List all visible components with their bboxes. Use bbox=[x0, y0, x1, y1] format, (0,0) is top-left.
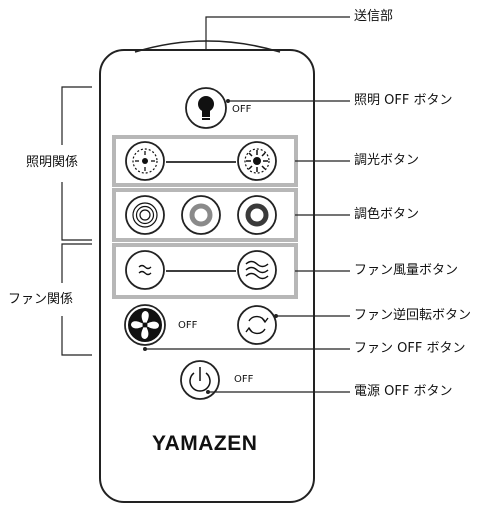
fan-speed-low-button[interactable] bbox=[125, 250, 165, 290]
leader-dots bbox=[143, 99, 278, 394]
group-brackets bbox=[61, 86, 92, 356]
lighting-group-label: 照明関係 bbox=[24, 155, 81, 171]
fan-off-button[interactable] bbox=[124, 304, 166, 346]
color-label: 調色ボタン bbox=[354, 207, 420, 222]
sun-bright-icon bbox=[244, 148, 270, 174]
fan-blades-icon bbox=[128, 308, 162, 342]
fan-off-tag: OFF bbox=[178, 320, 198, 331]
power-icon bbox=[189, 367, 211, 392]
power-off-tag: OFF bbox=[234, 374, 254, 385]
dimmer-down-button[interactable] bbox=[125, 141, 165, 181]
rotate-icon bbox=[245, 315, 269, 335]
concentric-rings-icon bbox=[132, 202, 158, 228]
transmitter-label: 送信部 bbox=[354, 9, 394, 24]
sun-dim-icon bbox=[132, 148, 158, 174]
fan-reverse-label: ファン逆回転ボタン bbox=[354, 308, 472, 323]
bulb-icon bbox=[198, 96, 214, 120]
light-off-button[interactable] bbox=[185, 87, 227, 129]
power-off-label: 電源 OFF ボタン bbox=[354, 384, 453, 399]
color-neutral-button[interactable] bbox=[181, 195, 221, 235]
fan-group-label: ファン関係 bbox=[6, 292, 76, 308]
fan-speed-label: ファン風量ボタン bbox=[354, 263, 459, 278]
dimmer-up-button[interactable] bbox=[237, 141, 277, 181]
fan-speed-high-button[interactable] bbox=[237, 250, 277, 290]
color-daylight-button[interactable] bbox=[237, 195, 277, 235]
dark-ring-icon bbox=[245, 203, 269, 227]
fan-reverse-button[interactable] bbox=[237, 305, 277, 345]
dimmer-label: 調光ボタン bbox=[354, 153, 420, 168]
wind-high-icon bbox=[245, 260, 269, 280]
color-warm-button[interactable] bbox=[125, 195, 165, 235]
light-off-label: 照明 OFF ボタン bbox=[354, 93, 453, 108]
wind-low-icon bbox=[138, 264, 152, 276]
fan-off-label: ファン OFF ボタン bbox=[354, 341, 466, 356]
gray-ring-icon bbox=[189, 203, 213, 227]
light-off-tag: OFF bbox=[232, 104, 252, 115]
power-off-button[interactable] bbox=[180, 360, 220, 400]
brand-logo: YAMAZEN bbox=[152, 432, 258, 455]
leader-lines bbox=[145, 16, 350, 393]
transmitter-edge bbox=[134, 40, 281, 53]
